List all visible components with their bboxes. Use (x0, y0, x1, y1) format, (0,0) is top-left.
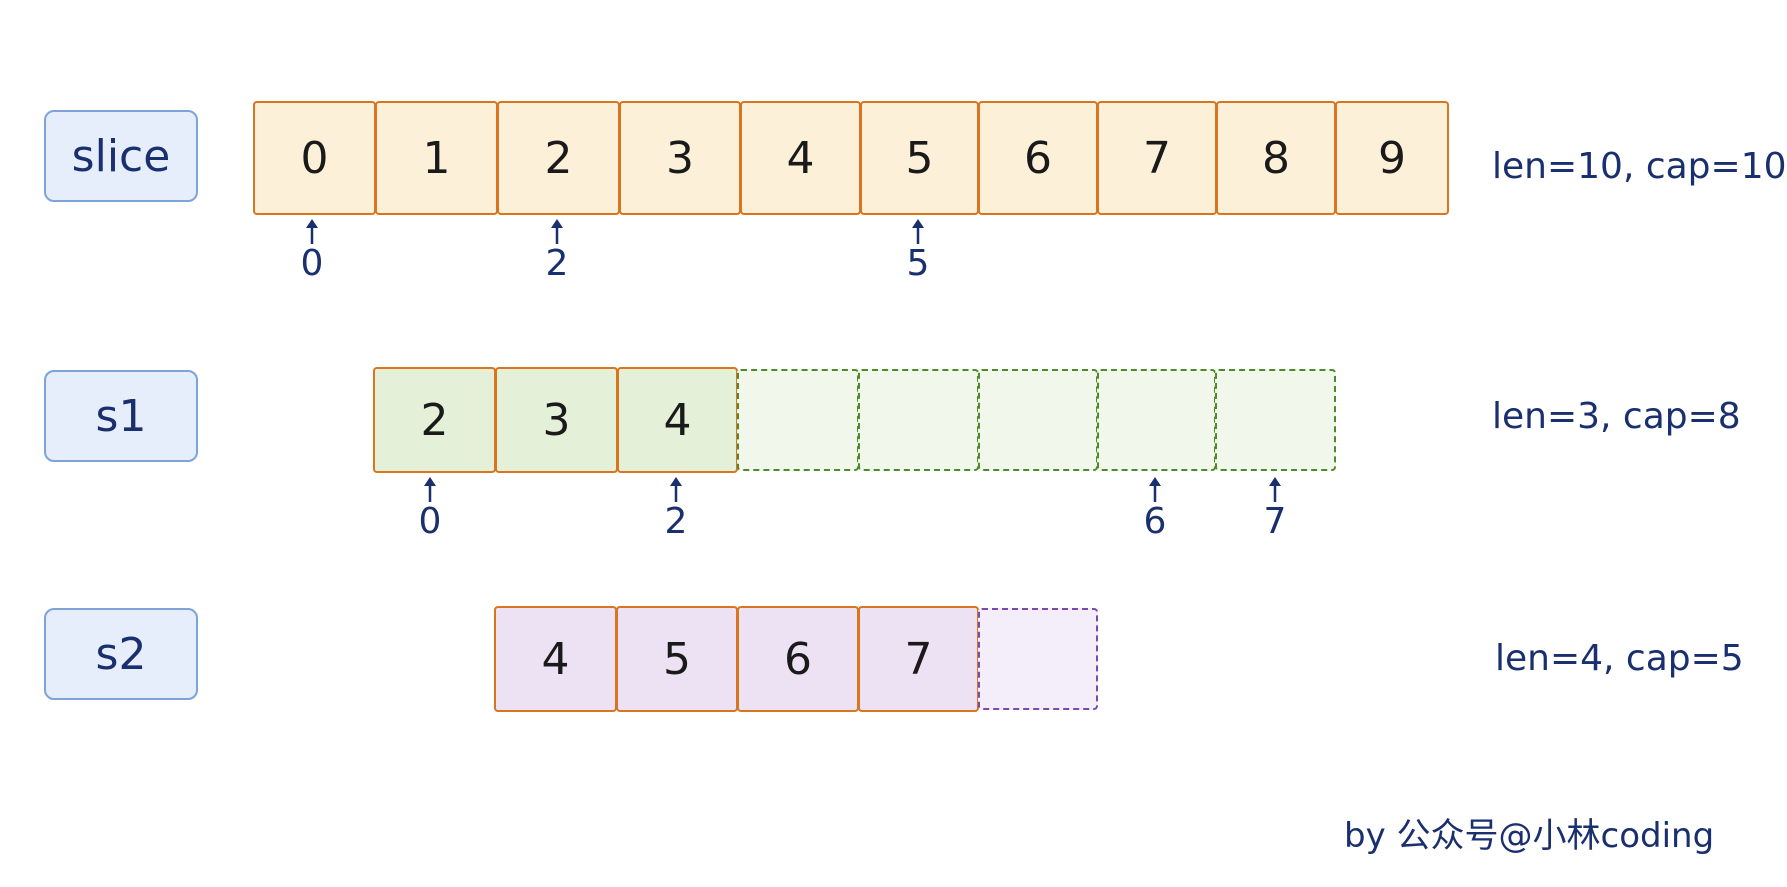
slice-cell-5: 5 (860, 101, 979, 215)
slice-pointer-0: 0 (292, 218, 332, 284)
s1-capacity-cell (1097, 369, 1216, 471)
slice-cell-8: 8 (1216, 101, 1336, 215)
s1-cell-2: 4 (617, 367, 738, 473)
s1-pointer-7: 7 (1255, 476, 1295, 542)
up-arrow-icon (551, 219, 563, 244)
slice-index-label: 5 (906, 243, 930, 284)
s1-cell-1: 3 (495, 367, 618, 473)
s1-pointer-2: 2 (656, 476, 696, 542)
s1-capacity-cell (978, 369, 1098, 471)
slice-cell-3: 3 (619, 101, 741, 215)
slice-cell-2: 2 (497, 101, 620, 215)
s1-index-label: 6 (1143, 501, 1167, 542)
s1-pointer-6: 6 (1135, 476, 1175, 542)
slice-cell-7: 7 (1097, 101, 1217, 215)
s1-pointer-0: 0 (410, 476, 450, 542)
up-arrow-icon (912, 219, 924, 244)
slice-cell-1: 1 (375, 101, 498, 215)
s1-label: s1 (44, 370, 198, 462)
s1-index-label: 7 (1263, 501, 1287, 542)
up-arrow-icon (1269, 477, 1281, 502)
slice-index-label: 0 (300, 243, 324, 284)
up-arrow-icon (1149, 477, 1161, 502)
slice-index-label: 2 (545, 243, 569, 284)
s2-capacity-cell (978, 608, 1098, 710)
slice-label: slice (44, 110, 198, 202)
slice-cell-0: 0 (253, 101, 376, 215)
slice-cell-9: 9 (1335, 101, 1449, 215)
s2-cell-3: 7 (858, 606, 979, 712)
slice-pointer-2: 2 (537, 218, 577, 284)
s2-cell-1: 5 (616, 606, 738, 712)
slice-len-cap: len=10, cap=10 (1492, 146, 1787, 187)
s1-index-label: 2 (664, 501, 688, 542)
s2-cell-2: 6 (737, 606, 859, 712)
s2-label: s2 (44, 608, 198, 700)
s1-capacity-cell (737, 369, 859, 471)
s1-index-label: 0 (418, 501, 442, 542)
slice-cell-6: 6 (978, 101, 1098, 215)
up-arrow-icon (306, 219, 318, 244)
s1-cell-0: 2 (373, 367, 496, 473)
s1-len-cap: len=3, cap=8 (1492, 396, 1741, 437)
up-arrow-icon (424, 477, 436, 502)
s2-len-cap: len=4, cap=5 (1495, 638, 1744, 679)
s2-cell-0: 4 (494, 606, 617, 712)
credit-text: by 公众号@小林coding (1344, 816, 1715, 856)
s1-capacity-cell (858, 369, 979, 471)
slice-pointer-5: 5 (898, 218, 938, 284)
s1-capacity-cell (1215, 369, 1336, 471)
slice-cell-4: 4 (740, 101, 861, 215)
up-arrow-icon (670, 477, 682, 502)
